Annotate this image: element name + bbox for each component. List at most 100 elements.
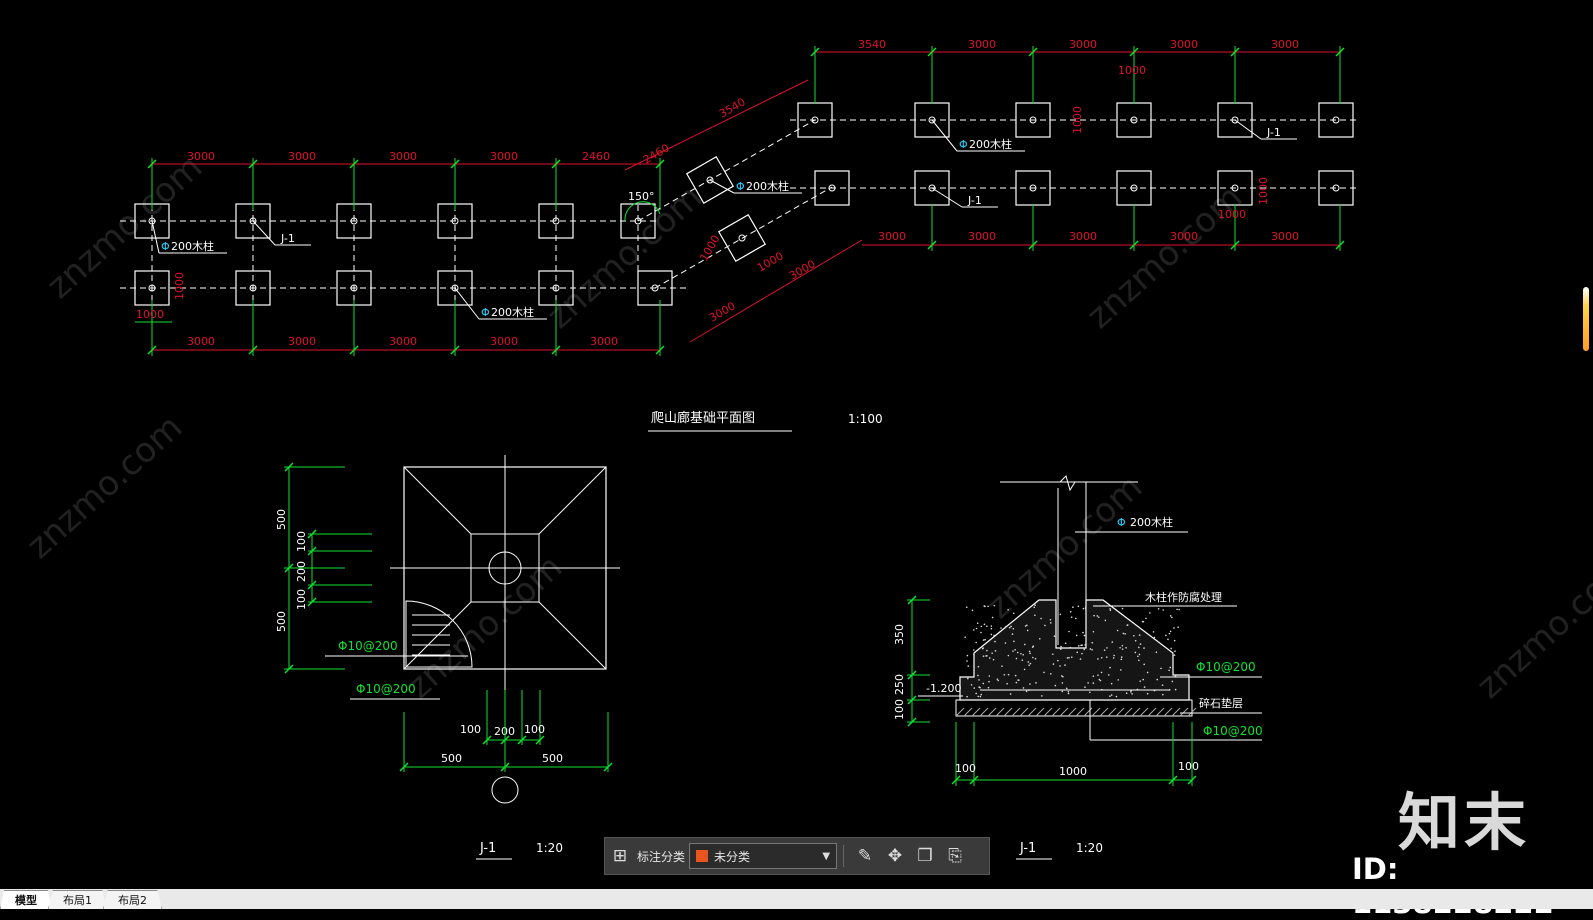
concrete-dot bbox=[1143, 647, 1145, 649]
rebar-label: Φ10@200 bbox=[356, 682, 416, 696]
concrete-dot bbox=[1050, 673, 1052, 675]
concrete-dot bbox=[1158, 608, 1160, 610]
hatch-line bbox=[1172, 708, 1180, 716]
concrete-dot bbox=[1030, 663, 1032, 665]
move-icon[interactable]: ✥ bbox=[880, 841, 910, 871]
concrete-dot bbox=[1039, 638, 1041, 640]
concrete-dot bbox=[1070, 647, 1072, 649]
concrete-dot bbox=[964, 636, 966, 638]
detail-scale: 1:20 bbox=[1076, 841, 1103, 855]
concrete-dot bbox=[1055, 685, 1057, 687]
dim-text: 3000 bbox=[389, 335, 417, 348]
concrete-dot bbox=[1012, 628, 1014, 630]
concrete-dot bbox=[1067, 657, 1069, 659]
concrete-dot bbox=[1043, 672, 1045, 674]
concrete-dot bbox=[1106, 647, 1108, 649]
category-select[interactable]: 未分类 ▼ bbox=[689, 843, 837, 869]
dim-text: 350 bbox=[893, 624, 906, 645]
tab-model[interactable]: 模型 bbox=[0, 890, 52, 909]
concrete-dot bbox=[1139, 654, 1141, 656]
paste-icon[interactable]: ⎘ bbox=[940, 841, 970, 871]
concrete-dot bbox=[1026, 624, 1028, 626]
dim-text: 100 bbox=[893, 699, 906, 720]
concrete-dot bbox=[978, 679, 980, 681]
concrete-dot bbox=[1170, 667, 1172, 669]
watermark-text: znzmo.com bbox=[19, 407, 190, 567]
dim-text: 500 bbox=[441, 752, 462, 765]
concrete-dot bbox=[966, 606, 968, 608]
concrete-dot bbox=[983, 655, 985, 657]
concrete-dot bbox=[1026, 691, 1028, 693]
dim-text: 3000 bbox=[1069, 38, 1097, 51]
concrete-dot bbox=[1122, 645, 1124, 647]
dim-text: 250 bbox=[893, 674, 906, 695]
id-watermark: ID: 1138228222 bbox=[1352, 852, 1593, 920]
concrete-dot bbox=[1160, 668, 1162, 670]
concrete-dot bbox=[1111, 694, 1113, 696]
post-label: 200木柱 bbox=[746, 179, 789, 193]
concrete-dot bbox=[983, 605, 985, 607]
tab-layout-2[interactable]: 布局2 bbox=[103, 890, 162, 909]
concrete-dot bbox=[1072, 606, 1074, 608]
concrete-dot bbox=[1156, 679, 1158, 681]
scroll-indicator[interactable] bbox=[1583, 287, 1589, 351]
category-grid-icon[interactable]: ⊞ bbox=[605, 841, 635, 871]
concrete-dot bbox=[1022, 654, 1024, 656]
concrete-dot bbox=[1013, 612, 1015, 614]
concrete-dot bbox=[1168, 669, 1170, 671]
concrete-dot bbox=[1032, 646, 1034, 648]
concrete-dot bbox=[1068, 631, 1070, 633]
concrete-dot bbox=[1012, 633, 1014, 635]
brand-watermark: 知末 bbox=[1398, 772, 1530, 862]
concrete-dot bbox=[1124, 633, 1126, 635]
dim-text: 3000 bbox=[1170, 230, 1198, 243]
concrete-dot bbox=[1087, 682, 1089, 684]
dim-text: 3000 bbox=[968, 38, 996, 51]
tab-layout-1[interactable]: 布局1 bbox=[48, 890, 107, 909]
concrete-dot bbox=[992, 617, 994, 619]
concrete-dot bbox=[1142, 679, 1144, 681]
hatch-line bbox=[1148, 708, 1156, 716]
concrete-dot bbox=[1122, 608, 1124, 610]
concrete-dot bbox=[983, 639, 985, 641]
leader-line bbox=[253, 221, 275, 245]
dim-text: 1000 bbox=[697, 233, 722, 264]
concrete-dot bbox=[980, 632, 982, 634]
concrete-dot bbox=[1024, 644, 1026, 646]
concrete-dot bbox=[1111, 641, 1113, 643]
concrete-dot bbox=[1016, 682, 1018, 684]
concrete-dot bbox=[1021, 659, 1023, 661]
concrete-dot bbox=[1101, 672, 1103, 674]
concrete-dot bbox=[1027, 661, 1029, 663]
concrete-dot bbox=[1109, 667, 1111, 669]
concrete-dot bbox=[1135, 652, 1137, 654]
plan-scale: 1:100 bbox=[848, 412, 883, 426]
concrete-dot bbox=[975, 642, 977, 644]
phi-symbol: Φ bbox=[161, 240, 170, 253]
dim-text: 3000 bbox=[1271, 38, 1299, 51]
detail-scale: 1:20 bbox=[536, 841, 563, 855]
toolbar-divider bbox=[843, 845, 844, 867]
concrete-dot bbox=[1170, 615, 1172, 617]
dim-text: 3000 bbox=[590, 335, 618, 348]
concrete-dot bbox=[1005, 642, 1007, 644]
copy-icon[interactable]: ❐ bbox=[910, 841, 940, 871]
concrete-dot bbox=[1139, 634, 1141, 636]
phi-symbol: Φ bbox=[481, 306, 490, 319]
hatch-line bbox=[980, 708, 988, 716]
concrete-dot bbox=[1068, 693, 1070, 695]
concrete-dot bbox=[987, 606, 989, 608]
concrete-dot bbox=[1028, 664, 1030, 666]
concrete-dot bbox=[1098, 616, 1100, 618]
category-select-value: 未分类 bbox=[714, 848, 822, 865]
concrete-dot bbox=[1071, 616, 1073, 618]
concrete-dot bbox=[1167, 639, 1169, 641]
watermark-text: znzmo.com bbox=[399, 547, 570, 707]
concrete-dot bbox=[1000, 627, 1002, 629]
edit-icon[interactable]: ✎ bbox=[850, 841, 880, 871]
concrete-dot bbox=[1081, 653, 1083, 655]
concrete-dot bbox=[1029, 653, 1031, 655]
concrete-dot bbox=[989, 657, 991, 659]
concrete-dot bbox=[1108, 674, 1110, 676]
